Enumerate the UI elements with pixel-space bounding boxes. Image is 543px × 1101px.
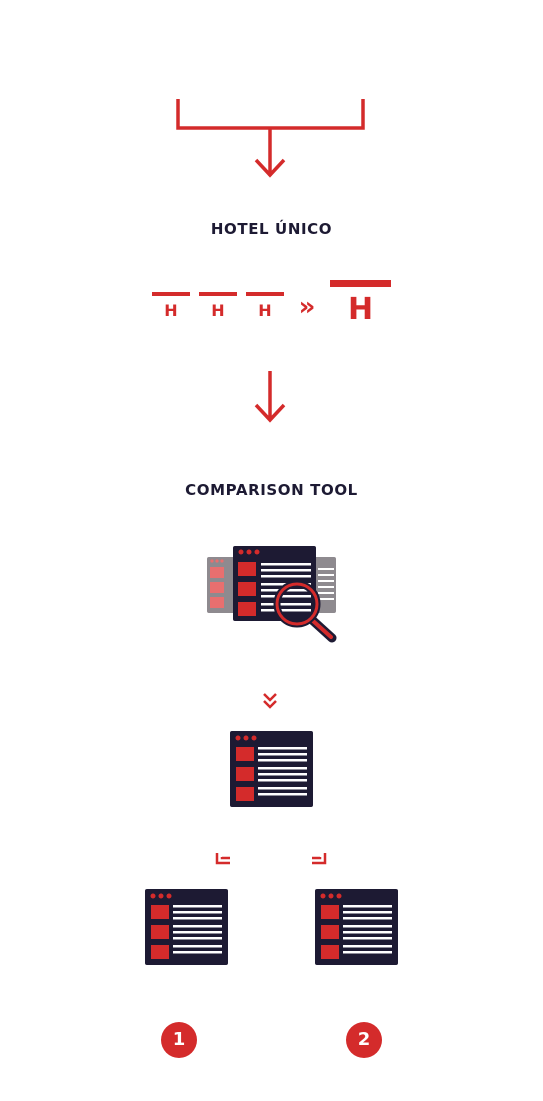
arrow-down-icon xyxy=(254,371,286,423)
result-window xyxy=(230,731,313,807)
option-badge-2: 2 xyxy=(346,1022,382,1058)
double-chevron-down-icon xyxy=(263,693,277,709)
option-window-1 xyxy=(145,889,228,965)
comparison-tool-icon xyxy=(207,546,337,643)
comparison-tool-label: COMPARISON TOOL xyxy=(185,481,358,499)
hotel-letter-1: H xyxy=(164,301,178,320)
hotel-bar-1 xyxy=(152,292,190,296)
option-badge-1: 1 xyxy=(161,1022,197,1058)
corner-left-icon xyxy=(215,853,230,865)
corner-right-icon xyxy=(312,853,327,865)
merge-chevron-icon: » xyxy=(298,292,316,322)
hotel-letter-big: H xyxy=(347,292,374,327)
hotel-letter-3: H xyxy=(258,301,272,320)
hotel-bar-big xyxy=(330,280,391,287)
hotel-bar-2 xyxy=(199,292,237,296)
option-window-2 xyxy=(315,889,398,965)
hotel-bar-3 xyxy=(246,292,284,296)
merge-bracket xyxy=(176,99,365,178)
hotel-letter-2: H xyxy=(211,301,225,320)
hotel-unico-label: HOTEL ÚNICO xyxy=(210,220,333,238)
